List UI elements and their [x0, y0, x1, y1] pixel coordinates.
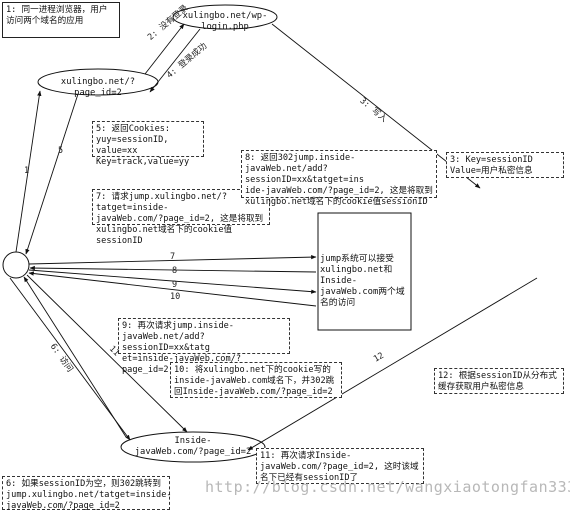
- edge-12-line: [247, 277, 538, 451]
- note-3: 3: Key=sessionID Value=用户私密信息: [446, 152, 564, 178]
- edge-7-label: 7: [170, 252, 176, 262]
- edge-3-line: [271, 23, 481, 189]
- edge-6-return-line: [23, 276, 127, 438]
- note-10: 10: 将xulingbo.net下的cookie写的 inside-javaW…: [170, 362, 342, 398]
- login-page-label: xulingbo.net/wp-login.php: [182, 11, 268, 32]
- note-8: 8: 返回302jump.inside- javaWeb.net/add?ses…: [241, 150, 437, 207]
- inside-javaweb-page-node: [120, 431, 266, 463]
- note-9: 9: 再次请求jump.inside- javaWeb.net/add?sess…: [118, 318, 290, 375]
- note-5: 5: 返回Cookies: yuy=sessionID, value=xx Ke…: [92, 121, 204, 167]
- edge-9-label: 9: [172, 280, 178, 290]
- edge-7-line: [28, 254, 317, 265]
- login-page-node: [172, 4, 278, 30]
- edge-4-line: [149, 28, 201, 93]
- edge-10-label: 10: [170, 292, 181, 302]
- note-7: 7: 请求jump.xulingbo.net/?tatget=inside- j…: [92, 189, 270, 246]
- edge-11-line: [26, 274, 188, 433]
- edge-1-label: 1: [24, 166, 30, 176]
- edge-2-line: [144, 23, 185, 75]
- edge-9-line: [28, 269, 317, 294]
- jump-system-node: [317, 212, 412, 331]
- xulingbo-page-label: xulingbo.net/?page_id=2: [60, 77, 136, 98]
- edge-8-label: 8: [172, 266, 178, 276]
- browser-node: [2, 251, 30, 279]
- inside-javaweb-page-label: Inside- javaWeb.com/?page_id=2: [134, 436, 252, 457]
- note-11: 11: 再次请求Inside- javaWeb.com/?page_id=2, …: [256, 448, 424, 484]
- edge-8-line: [29, 265, 317, 273]
- note-1: 1: 同一进程浏览器，用户 访问两个域名的应用: [2, 2, 120, 38]
- edge-5-line: [25, 93, 79, 255]
- edge-1-line: [15, 90, 42, 253]
- edge-6-line: [9, 277, 131, 441]
- edge-10-line: [28, 271, 317, 307]
- note-12: 12: 根据sessionID从分布式 缓存获取用户私密信息: [434, 368, 564, 394]
- note-6: 6: 如果sessionID为空，则302跳转到 jump.xulingbo.n…: [2, 476, 172, 511]
- watermark-text: http://blog.csdn.net/wangxiaotongfan333: [205, 478, 570, 496]
- edge-5-label: 5: [58, 146, 64, 156]
- jump-system-label: jump系统可以接受 xulingbo.net和Inside- javaWeb.…: [320, 254, 405, 308]
